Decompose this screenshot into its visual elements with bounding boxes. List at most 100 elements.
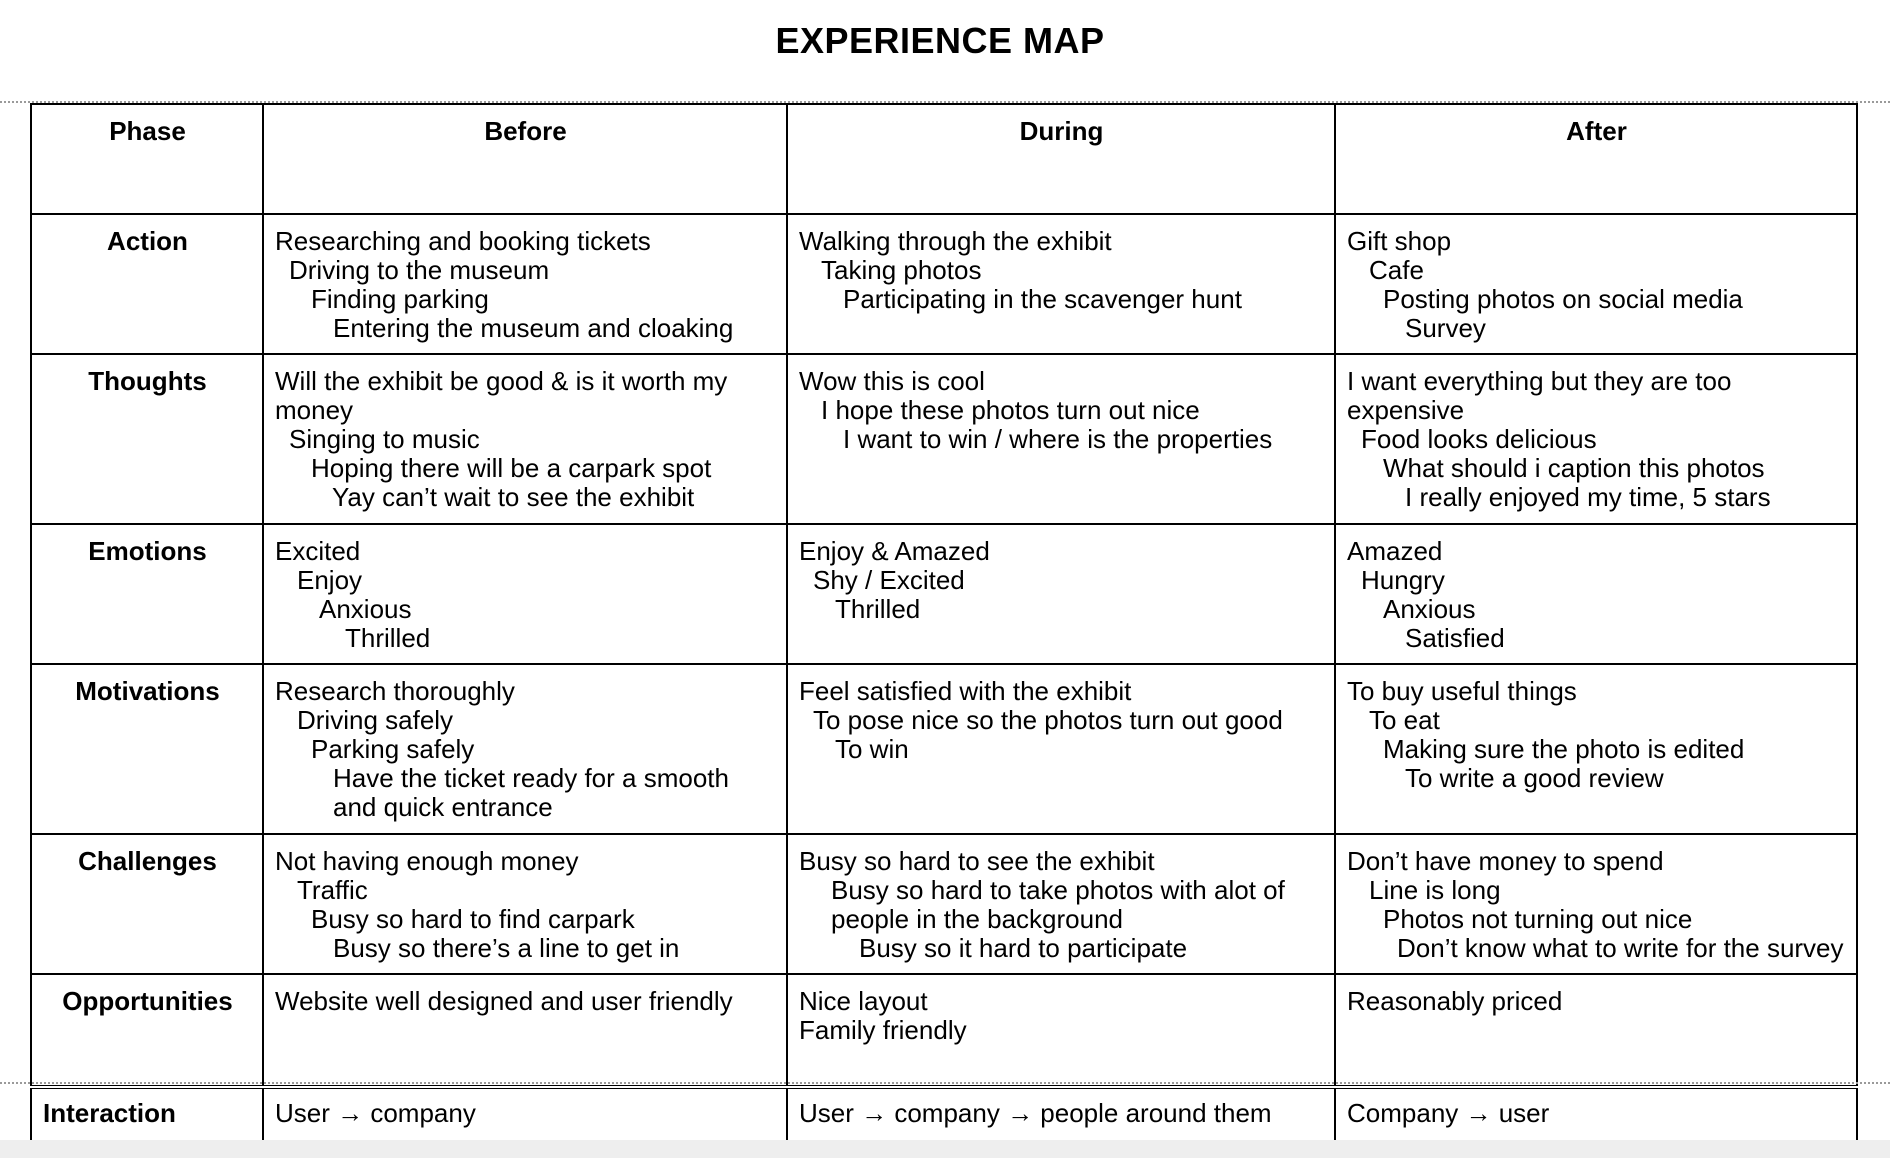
action-during-cell: Walking through the exhibit Taking photo… — [786, 213, 1336, 355]
cell-line: Not having enough money — [275, 846, 579, 876]
cell-line: To win — [835, 734, 909, 764]
cell-line: Thrilled — [345, 623, 431, 653]
cell-line: Traffic — [297, 875, 368, 905]
cell-line: Hungry — [1361, 565, 1445, 595]
action-after-cell: Gift shop Cafe Posting photos on social … — [1334, 213, 1858, 355]
interaction-after-cell: Company → user — [1334, 1086, 1858, 1143]
motivations-after-cell: To buy useful things To eat Making sure … — [1334, 663, 1858, 835]
cell-line: Will the exhibit be good & is it worth m… — [275, 366, 728, 425]
cell-line: Posting photos on social media — [1383, 284, 1743, 314]
cell-line: Don’t have money to spend — [1347, 846, 1664, 876]
cell-line: Excited — [275, 536, 361, 566]
cell-line: To write a good review — [1405, 763, 1664, 793]
cell-line: Busy so it hard to participate — [859, 933, 1188, 963]
cell-line: Anxious — [1383, 594, 1476, 624]
opportunities-row: Opportunities Website well designed and … — [30, 973, 1858, 1088]
cell-line: Yay can’t wait to see the exhibit — [332, 482, 695, 512]
cell-line: Line is long — [1369, 875, 1501, 905]
cell-line: Anxious — [319, 594, 412, 624]
cell-line: To buy useful things — [1347, 676, 1577, 706]
emotions-during-cell: Enjoy & Amazed Shy / Excited Thrilled — [786, 523, 1336, 665]
motivations-before-cell: Research thoroughly Driving safely Parki… — [262, 663, 788, 835]
phase-after: After — [1334, 103, 1858, 215]
challenges-after-cell: Don’t have money to spend Line is long P… — [1334, 833, 1858, 975]
opportunities-during-cell: Nice layout Family friendly — [786, 973, 1336, 1088]
interaction-label: Interaction — [30, 1086, 264, 1143]
opportunities-label: Opportunities — [30, 973, 264, 1088]
motivations-label: Motivations — [30, 663, 264, 835]
cell-line: Making sure the photo is edited — [1383, 734, 1745, 764]
thoughts-before-cell: Will the exhibit be good & is it worth m… — [262, 353, 788, 525]
page-gap-strip — [0, 1140, 1890, 1158]
opportunities-after-cell: Reasonably priced — [1334, 973, 1858, 1088]
cell-line: Singing to music — [289, 424, 480, 454]
cell-line: Researching and booking tickets — [275, 226, 651, 256]
cell-line: Busy so hard to see the exhibit — [799, 846, 1155, 876]
action-before-cell: Researching and booking tickets Driving … — [262, 213, 788, 355]
challenges-label: Challenges — [30, 833, 264, 975]
emotions-before-cell: Excited Enjoy Anxious Thrilled — [262, 523, 788, 665]
cell-line: I want everything but they are too expen… — [1347, 366, 1732, 425]
cell-line: Driving to the museum — [289, 255, 550, 285]
cell-line: Participating in the scavenger hunt — [843, 284, 1242, 314]
cell-line: Shy / Excited — [813, 565, 965, 595]
cell-line: User → company — [275, 1098, 476, 1128]
motivations-row: Motivations Research thoroughly Driving … — [30, 663, 1858, 835]
action-label: Action — [30, 213, 264, 355]
cell-line: To eat — [1369, 705, 1440, 735]
cell-line: Food looks delicious — [1361, 424, 1597, 454]
emotions-after-cell: Amazed Hungry Anxious Satisfied — [1334, 523, 1858, 665]
cell-line: Cafe — [1369, 255, 1424, 285]
cell-line: Hoping there will be a carpark spot — [311, 453, 712, 483]
page-title: EXPERIENCE MAP — [775, 20, 1105, 61]
cell-line: To pose nice so the photos turn out good — [813, 705, 1283, 735]
cell-line: Gift shop — [1347, 226, 1452, 256]
challenges-row: Challenges Not having enough money Traff… — [30, 833, 1858, 975]
phase-before: Before — [262, 103, 788, 215]
cell-line: Busy so there’s a line to get in — [333, 933, 680, 963]
cell-line: Taking photos — [821, 255, 982, 285]
cell-line: Photos not turning out nice — [1383, 904, 1693, 934]
challenges-before-cell: Not having enough money Traffic Busy so … — [262, 833, 788, 975]
experience-map-table: Phase Before During After Action Researc… — [30, 103, 1858, 1143]
cell-line: User → company → people around them — [799, 1098, 1272, 1128]
phase-during: During — [786, 103, 1336, 215]
interaction-during-cell: User → company → people around them — [786, 1086, 1336, 1143]
action-row: Action Researching and booking tickets D… — [30, 213, 1858, 355]
page-break-divider — [0, 1082, 1890, 1084]
cell-line: Feel satisfied with the exhibit — [799, 676, 1132, 706]
cell-line: I want to win / where is the properties — [843, 424, 1273, 454]
cell-line: and quick entrance — [333, 792, 553, 822]
cell-line: Reasonably priced — [1347, 986, 1563, 1016]
cell-line: Family friendly — [799, 1015, 967, 1045]
cell-line: Nice layout — [799, 986, 928, 1016]
phase-header-row: Phase Before During After — [30, 103, 1858, 215]
cell-line: Parking safely — [311, 734, 475, 764]
opportunities-before-cell: Website well designed and user friendly — [262, 973, 788, 1088]
cell-line: Thrilled — [835, 594, 921, 624]
cell-line: I hope these photos turn out nice — [821, 395, 1200, 425]
cell-line: Amazed — [1347, 536, 1443, 566]
cell-line: Website well designed and user friendly — [275, 986, 733, 1016]
cell-line: Survey — [1405, 313, 1486, 343]
thoughts-row: Thoughts Will the exhibit be good & is i… — [30, 353, 1858, 525]
cell-line: Enjoy — [297, 565, 363, 595]
cell-line: Wow this is cool — [799, 366, 985, 396]
page-divider — [0, 101, 1890, 103]
cell-line: Don’t know what to write for the survey — [1397, 933, 1844, 963]
cell-line: Busy so hard to find carpark — [311, 904, 635, 934]
cell-line: people in the background — [831, 904, 1124, 934]
thoughts-during-cell: Wow this is cool I hope these photos tur… — [786, 353, 1336, 525]
interaction-before-cell: User → company — [262, 1086, 788, 1143]
cell-line: Walking through the exhibit — [799, 226, 1112, 256]
emotions-label: Emotions — [30, 523, 264, 665]
cell-line: Finding parking — [311, 284, 489, 314]
cell-line: Driving safely — [297, 705, 454, 735]
motivations-during-cell: Feel satisfied with the exhibit To pose … — [786, 663, 1336, 835]
cell-line: Company → user — [1347, 1098, 1550, 1128]
phase-label: Phase — [30, 103, 264, 215]
cell-line: What should i caption this photos — [1383, 453, 1765, 483]
cell-line: Research thoroughly — [275, 676, 515, 706]
emotions-row: Emotions Excited Enjoy Anxious Thrilled … — [30, 523, 1858, 665]
cell-line: I really enjoyed my time, 5 stars — [1405, 482, 1771, 512]
